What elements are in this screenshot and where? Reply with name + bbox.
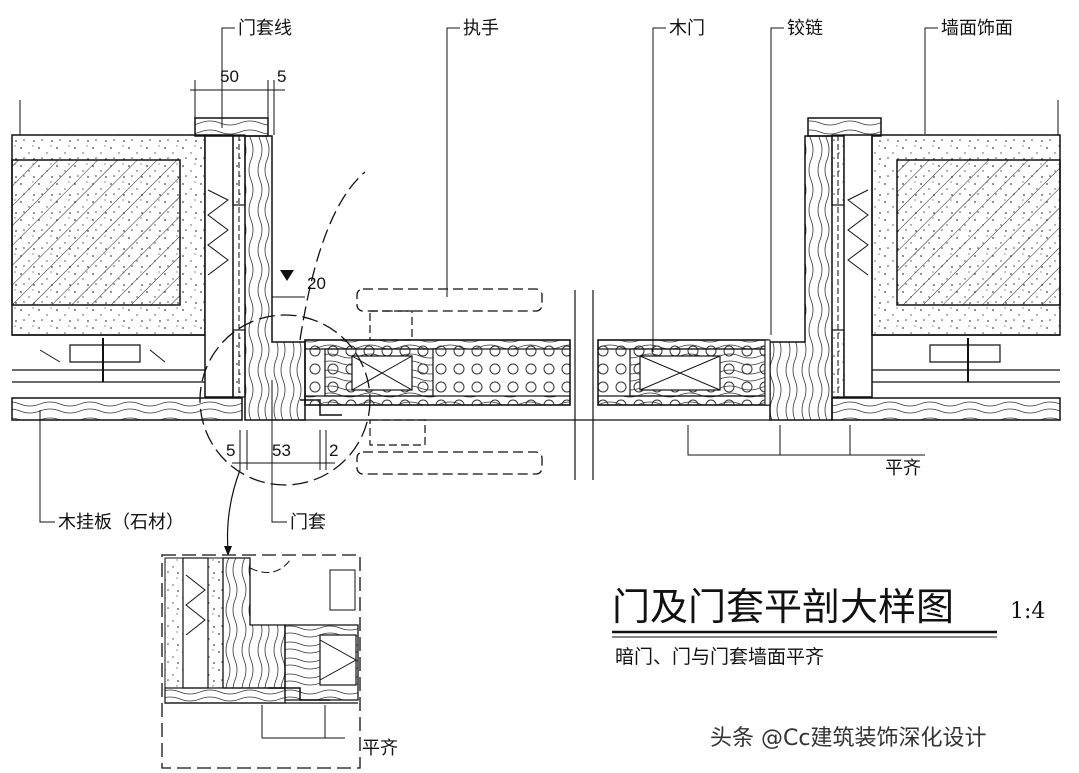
label-handle: 执手 <box>463 18 499 39</box>
left-door-casing <box>194 117 342 421</box>
door-swing-arc <box>299 171 366 341</box>
leader-hinge: 铰链 <box>770 18 823 335</box>
dim-50: 50 <box>220 67 239 86</box>
dim-5-bottom: 5 <box>226 441 235 460</box>
leader-handle: 执手 <box>446 18 499 297</box>
dim-20: 20 <box>272 270 326 298</box>
dim-top: 50 5 <box>190 67 286 135</box>
leader-wood-panel: 木挂板（石材） <box>39 410 184 533</box>
leader-door-casing-line: 门套线 <box>221 18 292 128</box>
label-flush-detail: 平齐 <box>362 738 398 759</box>
label-door-casing-line: 门套线 <box>238 18 292 39</box>
label-wood-door: 木门 <box>669 18 705 39</box>
right-wall <box>831 100 1061 421</box>
title-block: 门及门套平剖大样图 1:4 暗门、门与门套墙面平齐 <box>612 585 1045 668</box>
dim-5-top: 5 <box>277 67 286 86</box>
leader-flush-right: 平齐 <box>687 425 925 479</box>
drawing-title: 门及门套平剖大样图 <box>612 585 954 629</box>
drawing-scale: 1:4 <box>1010 599 1045 624</box>
detail-callout-circle <box>199 314 371 486</box>
dim-53: 53 <box>272 441 291 460</box>
left-bracket <box>39 338 166 382</box>
detail-callout-arrow <box>226 469 241 551</box>
left-stud-column <box>204 134 246 398</box>
label-wood-panel: 木挂板（石材） <box>58 512 184 533</box>
enlarged-detail: 平齐 <box>161 554 398 769</box>
dim-20-text: 20 <box>307 274 326 293</box>
label-wall-finish: 墙面饰面 <box>941 18 1013 39</box>
leader-wood-door: 木门 <box>652 18 705 352</box>
leader-wall-finish: 墙面饰面 <box>924 18 1013 134</box>
leader-door-casing: 门套 <box>271 380 326 533</box>
watermark: 头条 @Cc建筑装饰深化设计 <box>710 726 986 751</box>
right-stud-column <box>831 134 873 398</box>
label-flush-right: 平齐 <box>885 458 921 479</box>
door-leaf <box>300 290 770 480</box>
drawing-subtitle: 暗门、门与门套墙面平齐 <box>615 646 824 668</box>
door-handle <box>356 288 543 475</box>
label-hinge: 铰链 <box>787 18 823 39</box>
dim-2: 2 <box>329 441 338 460</box>
dim-bottom: 5 53 2 <box>226 430 338 470</box>
left-wall <box>11 100 243 421</box>
label-door-casing: 门套 <box>290 512 326 533</box>
